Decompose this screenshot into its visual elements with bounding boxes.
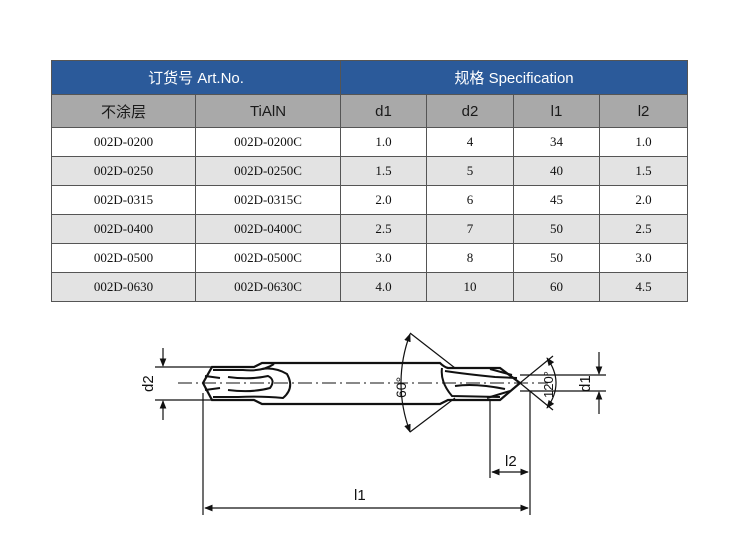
col-header-d1: d1 [340,94,428,128]
center-drill-drawing: d2 d1 60° 120° l2 l1 [140,332,606,515]
cell-l1: 50 [513,243,601,273]
cell-l2: 4.5 [599,272,689,302]
cell-l2: 2.5 [599,214,689,244]
table-row: 002D-0250 002D-0250C 1.5 5 40 1.5 [51,156,689,186]
cell-art-no: 002D-0400 [51,214,196,244]
angle-120-label: 120° [541,371,556,398]
table-row: 002D-0315 002D-0315C 2.0 6 45 2.0 [51,185,689,215]
spec-table: 订货号 Art.No. 规格 Specification 不涂层 TiAlN d… [50,60,689,302]
cell-l2: 2.0 [599,185,689,215]
table-row: 002D-0200 002D-0200C 1.0 4 34 1.0 [51,127,689,157]
cell-art-no-coated: 002D-0500C [194,243,342,273]
cell-art-no-coated: 002D-0400C [194,214,342,244]
table-row: 002D-0400 002D-0400C 2.5 7 50 2.5 [51,214,689,244]
l2-label: l2 [505,453,517,470]
cell-art-no: 002D-0500 [51,243,196,273]
col-header-l1: l1 [513,94,601,128]
cell-d1: 3.0 [340,243,428,273]
cell-l2: 1.0 [599,127,689,157]
col-header-uncoated: 不涂层 [51,94,196,128]
cell-d2: 4 [426,127,515,157]
cell-l1: 60 [513,272,601,302]
cell-l1: 40 [513,156,601,186]
cell-l1: 34 [513,127,601,157]
right-flute [440,367,518,399]
col-header-d2: d2 [426,94,515,128]
angle-120-dimension [519,355,557,411]
d1-dimension [520,352,606,414]
cell-l1: 50 [513,214,601,244]
cell-art-no: 002D-0315 [51,185,196,215]
d2-label: d2 [140,375,157,392]
cell-l2: 3.0 [599,243,689,273]
col-header-tialn: TiAlN [194,94,342,128]
cell-d1: 1.5 [340,156,428,186]
cell-d2: 5 [426,156,515,186]
cell-art-no: 002D-0200 [51,127,196,157]
cell-d2: 6 [426,185,515,215]
group-header-row: 订货号 Art.No. 规格 Specification [50,60,689,95]
cell-d2: 7 [426,214,515,244]
table-row: 002D-0500 002D-0500C 3.0 8 50 3.0 [51,243,689,273]
cell-art-no-coated: 002D-0250C [194,156,342,186]
cell-l2: 1.5 [599,156,689,186]
cell-art-no: 002D-0250 [51,156,196,186]
cell-d2: 8 [426,243,515,273]
cell-art-no-coated: 002D-0200C [194,127,342,157]
cell-art-no: 002D-0630 [51,272,196,302]
cell-art-no-coated: 002D-0315C [194,185,342,215]
cell-l1: 45 [513,185,601,215]
cell-d1: 2.5 [340,214,428,244]
angle-60-label: 60° [393,377,409,398]
angle-60-dimension [400,332,456,433]
l1-label: l1 [354,487,366,504]
cell-d1: 2.0 [340,185,428,215]
order-no-header: 订货号 Art.No. [50,60,342,95]
cell-d2: 10 [426,272,515,302]
l1-dimension [202,393,529,515]
cell-art-no-coated: 002D-0630C [194,272,342,302]
d1-label: d1 [577,375,594,392]
l2-dimension [489,391,531,515]
cell-d1: 1.0 [340,127,428,157]
cell-d1: 4.0 [340,272,428,302]
col-header-l2: l2 [599,94,689,128]
left-flute [204,363,292,400]
table-row: 002D-0630 002D-0630C 4.0 10 60 4.5 [51,272,689,302]
column-header-row: 不涂层 TiAlN d1 d2 l1 l2 [51,94,689,128]
specification-header: 规格 Specification [340,60,689,95]
